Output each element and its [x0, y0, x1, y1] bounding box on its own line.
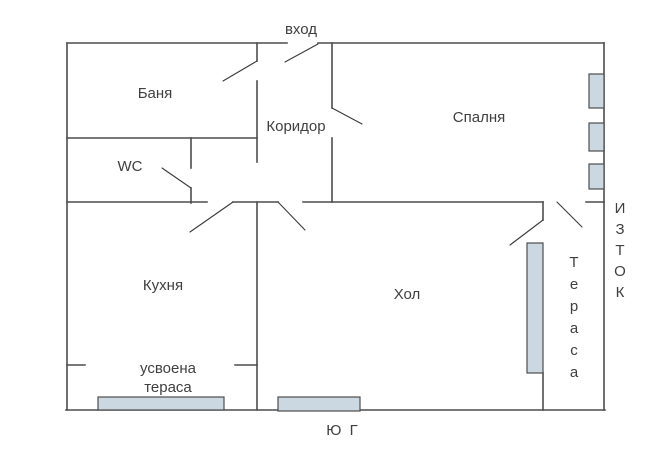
entrance-label: вход [284, 21, 318, 38]
door-swing-bedroom-terrace [556, 201, 583, 228]
door-swings-group [161, 43, 583, 246]
windows-group [97, 73, 605, 412]
door-swing-bathroom [222, 60, 258, 82]
window-bedroom-east-3 [588, 163, 605, 190]
room-label-wc: WC [117, 158, 143, 175]
room-label-converted-terrace: усвоена тераса [140, 360, 196, 396]
door-swing-wc [161, 167, 192, 189]
door-swing-kitchen [189, 201, 234, 233]
room-label-kitchen: Кухня [142, 277, 184, 294]
room-label-bedroom: Спалня [452, 109, 506, 126]
room-label-living-room: Хол [393, 286, 421, 303]
window-bedroom-east-1 [588, 73, 605, 109]
window-bedroom-east-2 [588, 122, 605, 152]
window-hall-south [277, 396, 361, 412]
compass-south-label: Ю Г [326, 422, 360, 439]
room-label-corridor: Коридор [266, 118, 326, 135]
room-label-terrace: Тераса [565, 254, 583, 386]
door-swing-terrace [509, 219, 544, 246]
glazing-terrace [526, 242, 544, 374]
door-swing-entrance [284, 43, 319, 63]
window-kitchen-south [97, 396, 225, 411]
door-swing-bedroom [331, 107, 363, 125]
door-swing-hall [277, 201, 306, 231]
room-label-bathroom: Баня [137, 85, 173, 102]
compass-east-label: ИЗТОК [611, 200, 629, 305]
